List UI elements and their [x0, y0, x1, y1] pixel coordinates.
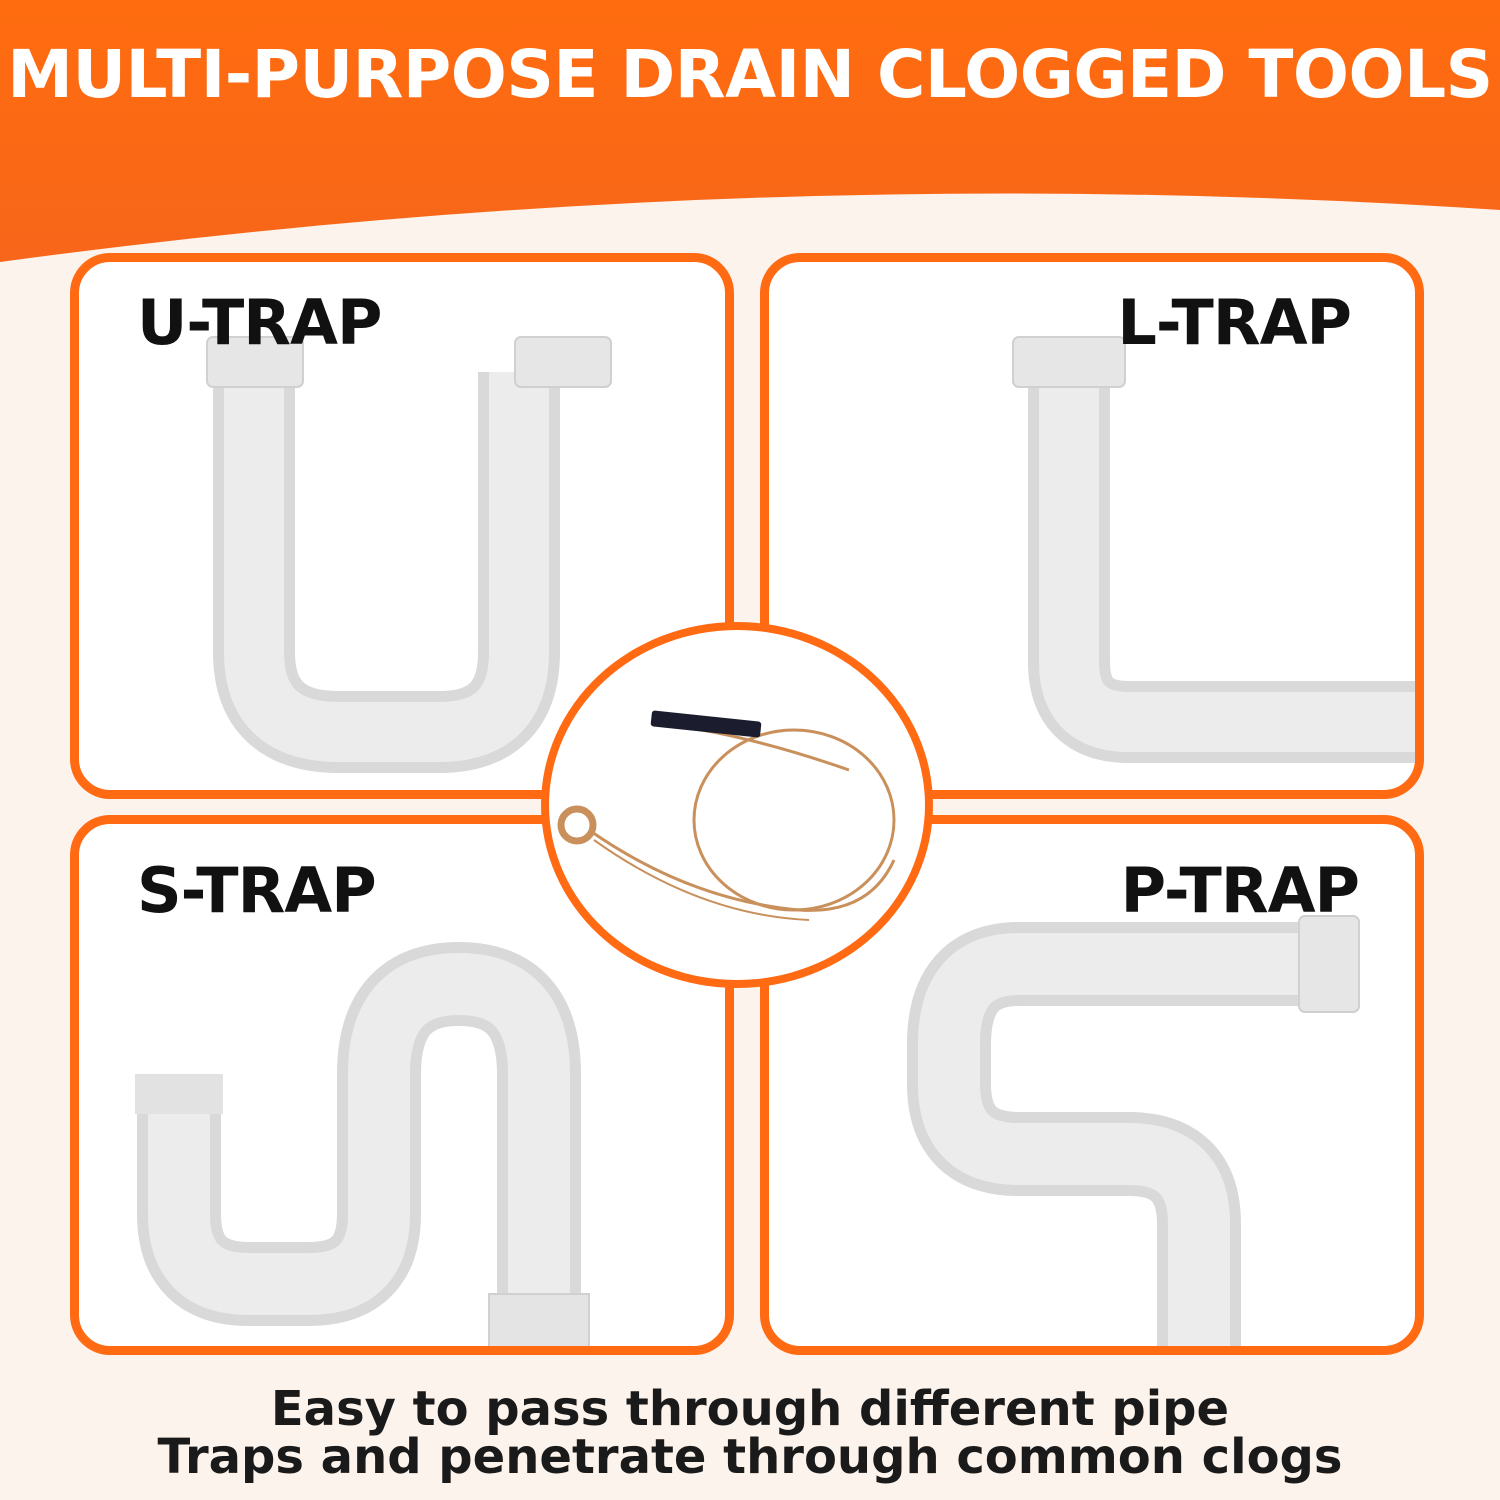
page-title: MULTI-PURPOSE DRAIN CLOGGED TOOLS [7, 36, 1493, 113]
caption-line-2: Traps and penetrate through common clogs [157, 1429, 1343, 1485]
u-trap-pipe-image [206, 336, 612, 773]
brush-head [650, 710, 762, 738]
panel-label-l-trap: L-TRAP [1117, 286, 1352, 359]
caption-line-1: Easy to pass through different pipe [270, 1381, 1230, 1437]
l-trap-pipe-image [1012, 336, 1415, 763]
product-badge [541, 622, 933, 988]
panel-label-p-trap: P-TRAP [1120, 854, 1360, 927]
panel-label-s-trap: S-TRAP [137, 854, 377, 927]
panel-label-u-trap: U-TRAP [137, 286, 382, 359]
p-trap-pipe-image [907, 915, 1360, 1346]
drain-snake-tool-image [557, 710, 896, 921]
s-trap-pipe-image [135, 941, 590, 1346]
